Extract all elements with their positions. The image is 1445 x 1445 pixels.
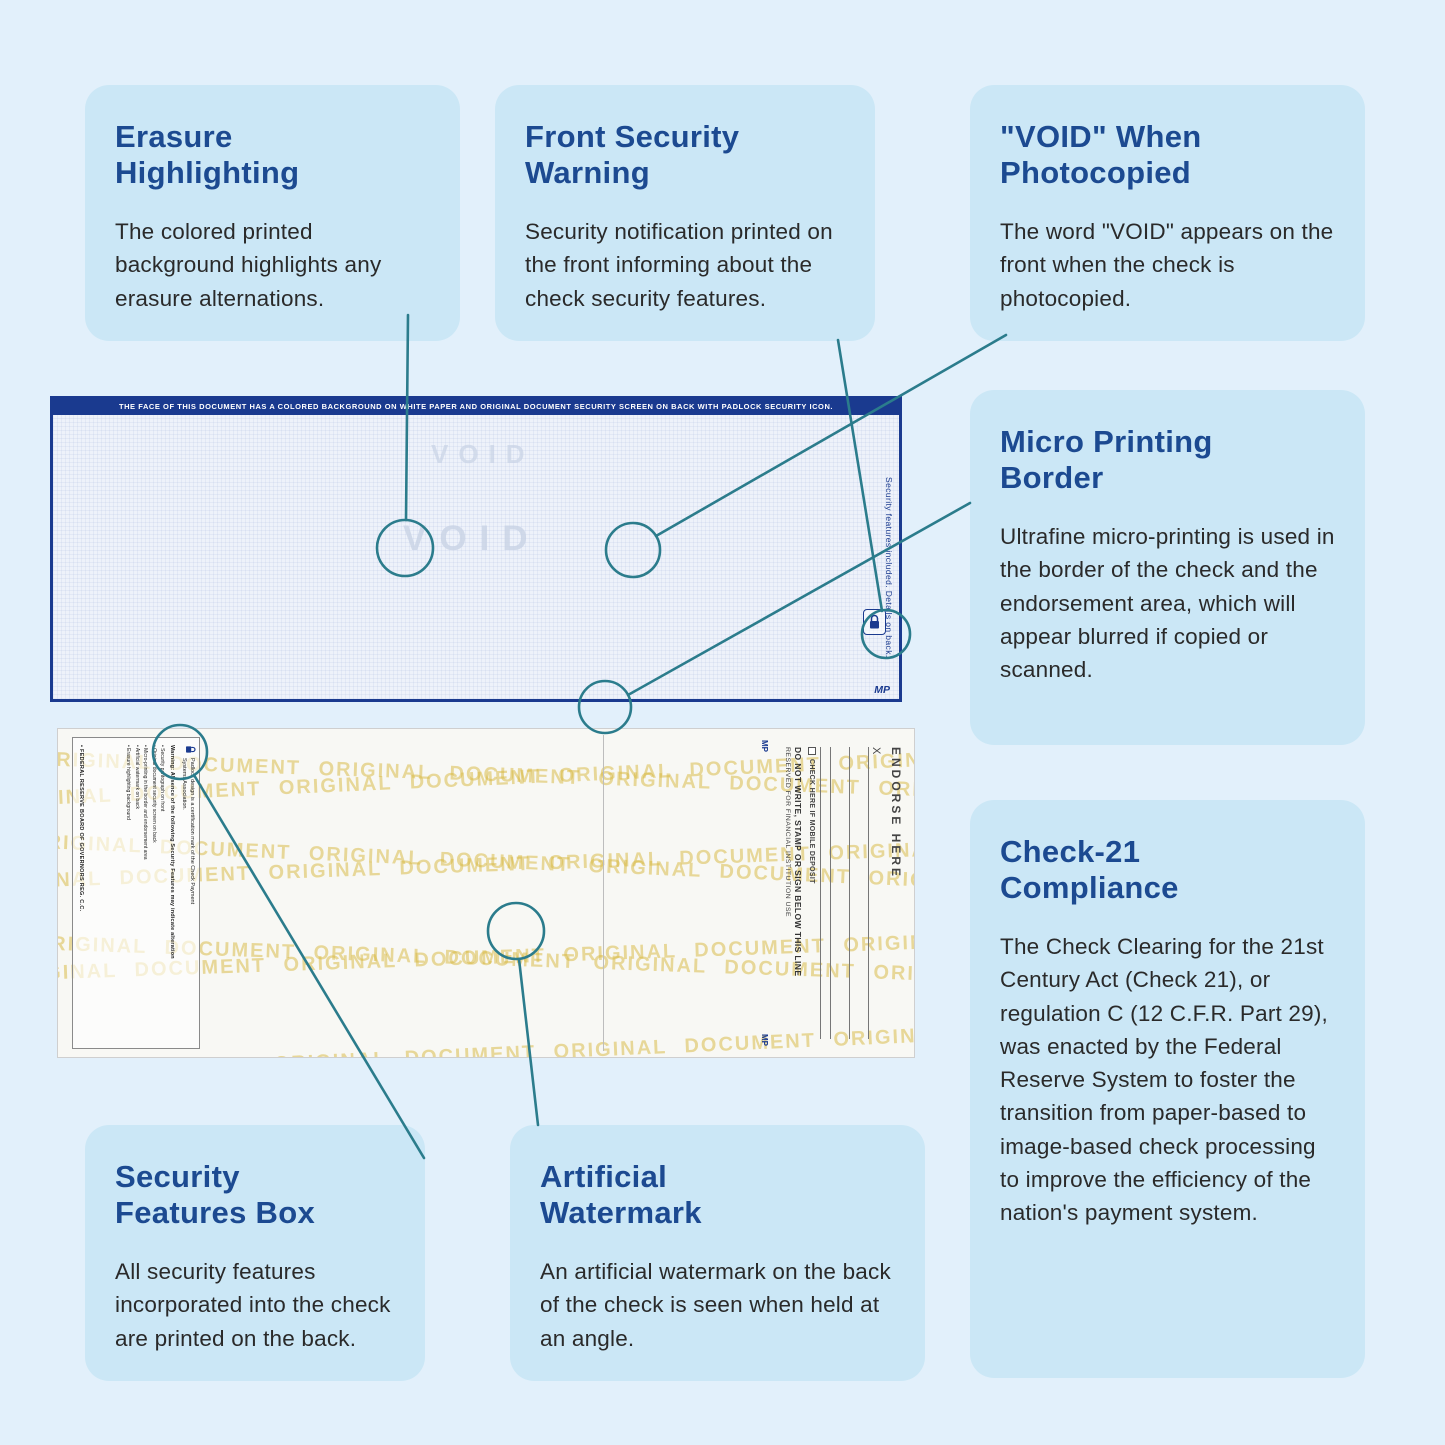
card-body: The colored printed background highlight… — [115, 218, 382, 311]
security-feature-item: • Security pantograph on front — [159, 745, 166, 812]
reserved-label: RESERVED FOR FINANCIAL INSTITUTION USE — [784, 747, 791, 918]
void-watermark: VOID — [403, 519, 541, 558]
padlock-icon — [870, 614, 879, 629]
card-body: Ultrafine micro-printing is used in the … — [1000, 523, 1335, 683]
card-body: The word "VOID" appears on the front whe… — [1000, 218, 1334, 311]
security-feature-item: • Erasure highlighting background — [125, 745, 132, 820]
security-features-box-content: Padlock design is a certification mark o… — [73, 738, 201, 1050]
card-artificial-watermark: Artificial Watermark An artificial water… — [510, 1125, 925, 1381]
card-security-features-box: Security Features Box All security featu… — [85, 1125, 425, 1381]
mobile-deposit-label: CHECK HERE IF MOBILE DEPOSIT — [808, 759, 816, 884]
check-front-image: THE FACE OF THIS DOCUMENT HAS A COLORED … — [50, 396, 902, 702]
card-front-security-warning: Front Security Warning Security notifica… — [495, 85, 875, 341]
card-erasure-highlighting: Erasure Highlighting The colored printed… — [85, 85, 460, 341]
front-security-warning-text: THE FACE OF THIS DOCUMENT HAS A COLORED … — [53, 399, 899, 415]
endorsement-area-content: ENDORSE HERE X CHECK HERE IF MOBILE DEPO… — [758, 735, 908, 1051]
mp-mark: MP — [760, 740, 769, 752]
security-feature-item: • Original document security screen on b… — [151, 745, 157, 843]
card-body: Security notification printed on the fro… — [525, 218, 833, 311]
padlock-icon — [863, 609, 886, 635]
endorsement-area: ENDORSE HERE X CHECK HERE IF MOBILE DEPO… — [758, 735, 908, 1051]
card-title: Security Features Box — [115, 1159, 315, 1230]
mp-mark: MP — [874, 684, 890, 696]
security-feature-item: • Artificial watermark on back — [134, 745, 140, 809]
signature-line: X — [868, 747, 886, 1039]
card-title: Front Security Warning — [525, 119, 740, 190]
check-fold-line — [603, 735, 604, 1051]
endorsement-divider — [820, 747, 821, 1039]
federal-reserve-text: • FEDERAL RESERVE BOARD OF GOVERNORS REG… — [78, 745, 84, 912]
mp-mark: MP — [760, 1034, 769, 1046]
void-watermark: VOID — [431, 439, 535, 469]
card-body: All security features incorporated into … — [115, 1258, 391, 1351]
card-body: An artificial watermark on the back of t… — [540, 1258, 891, 1351]
signature-line — [849, 747, 865, 1039]
endorse-here-label: ENDORSE HERE — [889, 747, 903, 880]
endorse-x-mark: X — [870, 747, 882, 755]
signature-line — [830, 747, 846, 1039]
padlock-icon — [186, 746, 196, 753]
check-back-image: ORIGINAL DOCUMENT ORIGINAL DOCUMENT ORIG… — [57, 728, 915, 1058]
do-not-write-label: DO NOT WRITE, STAMP OR SIGN BELOW THIS L… — [793, 747, 803, 977]
security-feature-item: • Micro-printing in the border and endor… — [142, 745, 149, 860]
card-micro-printing-border: Micro Printing Border Ultrafine micro-pr… — [970, 390, 1365, 745]
security-warning-text: Warning: Absence of the following Securi… — [169, 745, 176, 959]
card-title: Erasure Highlighting — [115, 119, 300, 190]
card-title: Check-21 Compliance — [1000, 834, 1179, 905]
card-title: "VOID" When Photocopied — [1000, 119, 1202, 190]
security-features-box: Padlock design is a certification mark o… — [72, 737, 200, 1049]
card-title: Artificial Watermark — [540, 1159, 702, 1230]
card-title: Micro Printing Border — [1000, 424, 1213, 495]
card-check-21-compliance: Check-21 Compliance The Check Clearing f… — [970, 800, 1365, 1378]
card-body: The Check Clearing for the 21st Century … — [1000, 933, 1328, 1226]
padlock-certification-text: Padlock design is a certification mark o… — [180, 758, 195, 905]
card-void-when-photocopied: "VOID" When Photocopied The word "VOID" … — [970, 85, 1365, 341]
mobile-deposit-checkbox — [808, 747, 816, 755]
